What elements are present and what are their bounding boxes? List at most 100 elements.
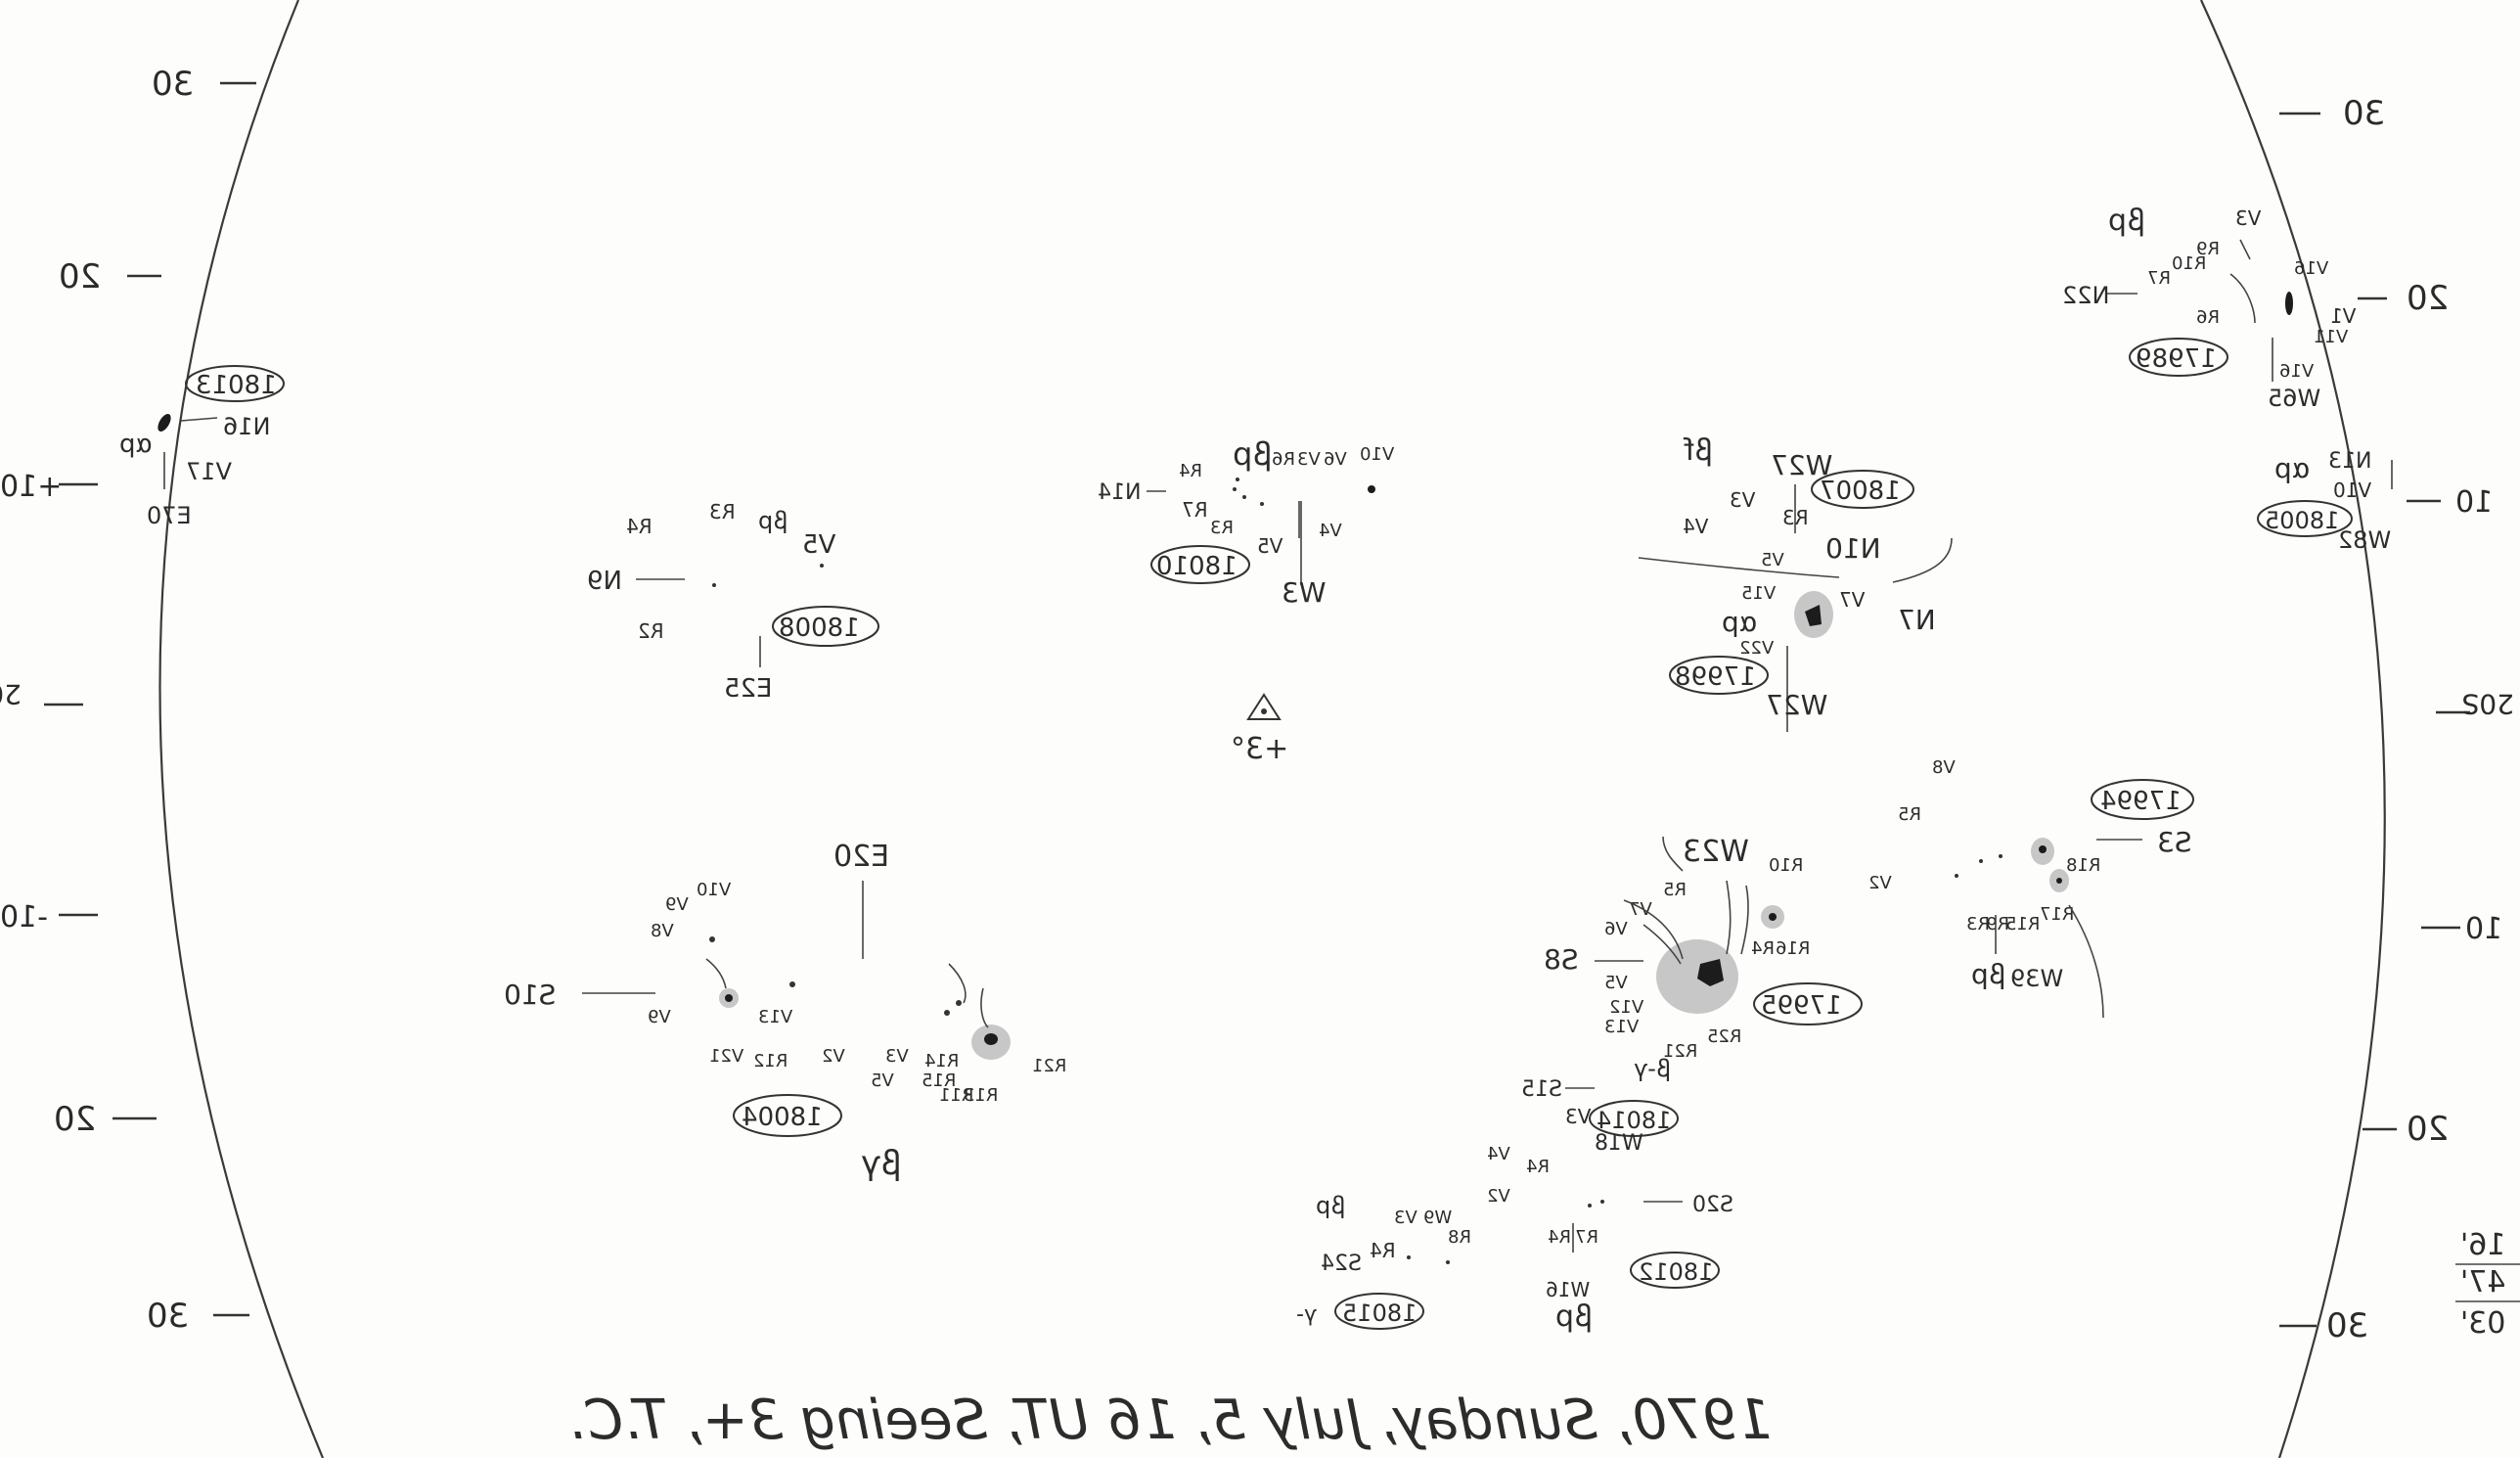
group-label: R2 (638, 619, 664, 643)
group-label: V12 (1609, 997, 1643, 1018)
group-label: R4 (1751, 938, 1775, 959)
group-label: R3 (1782, 506, 1809, 529)
group-label: R9 (1986, 914, 2009, 934)
group-label: V10 (697, 880, 731, 900)
disk-limb-west (2199, 0, 2386, 1458)
group-number: 18010 (1156, 552, 1238, 581)
group-label: R4 (1179, 461, 1202, 481)
group-label: W3 (1282, 576, 1327, 609)
group-label: R4 (1526, 1157, 1550, 1177)
group-label: W39 (2010, 965, 2063, 992)
group-number: 17995 (1761, 991, 1842, 1021)
group-label: V2 (1868, 873, 1892, 893)
scale-label: 20 (59, 257, 101, 296)
sunspot-group-18014: 18014 S15 V3 β-γ W18 S20 V4 R4 V2 (1487, 1055, 1733, 1217)
group-label: W27 (1766, 689, 1827, 721)
scale-label: 30 (2326, 1306, 2368, 1345)
corner-note-line: 03' (2460, 1306, 2505, 1341)
group-label: V4 (1683, 515, 1708, 538)
group-label: N16 (223, 413, 271, 440)
group-label: γ- (1296, 1302, 1317, 1327)
group-label: V21 (709, 1046, 743, 1067)
group-label: R9 (2196, 239, 2220, 259)
group-label: R21 (1032, 1056, 1066, 1076)
group-label: N14 (1098, 480, 1141, 505)
group-number: 18007 (1820, 477, 1901, 506)
group-label: V7 (1629, 899, 1652, 920)
group-class: βp (1316, 1192, 1346, 1219)
scale-label: 30 (2343, 94, 2385, 133)
group-label: W9 (1423, 1207, 1452, 1228)
group-label: V2 (1487, 1186, 1510, 1207)
sunspot-group-18004: 18004 βγ E20 S10 R21 R13 R11 R15 R14 V5 … (504, 840, 1066, 1183)
group-number: 18005 (2265, 507, 2339, 534)
group-label: V1 (2330, 304, 2356, 328)
group-label: V6 (1324, 449, 1347, 470)
corner-note-line: 47' (2460, 1265, 2505, 1299)
group-label: N10 (1825, 532, 1881, 565)
group-label: E25 (724, 674, 773, 704)
group-label: E20 (833, 840, 889, 874)
group-number: 18014 (1597, 1107, 1671, 1134)
group-label: R4 (626, 515, 652, 538)
group-label: V9 (665, 894, 689, 915)
disk-center-marker: +3° (1231, 693, 1288, 766)
scale-label: +10 (0, 470, 62, 504)
group-label: S3 (2157, 826, 2192, 858)
scale-label: 10 (2455, 485, 2493, 520)
group-label: N7 (1898, 604, 1936, 636)
group-label: V13 (758, 1007, 792, 1027)
group-label: R13 (964, 1085, 998, 1106)
group-label: V22 (1739, 638, 1774, 659)
group-label: V3 (2235, 206, 2261, 230)
group-label: R3 (1210, 518, 1234, 538)
group-label: V4 (1319, 521, 1342, 541)
group-class: αp (119, 430, 153, 459)
group-label: V5 (1257, 534, 1282, 558)
right-latitude-scale: 30 20 10 20S 10 20 30 (2279, 94, 2514, 1345)
group-label: V3 (1730, 488, 1755, 512)
group-label: N22 (2062, 282, 2110, 309)
group-label: R25 (1707, 1026, 1741, 1047)
group-class: βγ (861, 1144, 902, 1183)
group-label: V2 (822, 1046, 845, 1067)
group-label: W27 (1771, 449, 1832, 481)
group-label: V16 (2294, 258, 2328, 279)
group-number: 18008 (779, 614, 860, 643)
scale-label: 10 (2465, 912, 2502, 946)
group-label: R3 (709, 500, 736, 524)
group-label: R15 (2005, 914, 2040, 934)
group-class: βp (1555, 1299, 1593, 1334)
group-label: S8 (1544, 943, 1579, 976)
sunspot-group-18007: 18007 W27 βf V3 V4 R3 N10 V5 (1638, 433, 1953, 583)
sunspot-group-17989: 17989 βp V3 R9 R10 R7 R6 V16 V11 V1 V16 … (2062, 204, 2356, 412)
scale-label: 30 (152, 65, 194, 104)
group-label: V16 (2279, 361, 2314, 382)
group-label: V3 (1394, 1207, 1418, 1228)
group-label: V3 (885, 1046, 909, 1067)
group-label: W23 (1683, 835, 1749, 869)
group-label: R3 (1966, 914, 1990, 934)
group-class: β-γ (1634, 1055, 1671, 1082)
group-label: R15 (922, 1071, 956, 1091)
group-label: S24 (1321, 1252, 1362, 1276)
group-label: R6 (2196, 307, 2220, 328)
group-label: N13 (2328, 449, 2371, 474)
group-label: V4 (1487, 1144, 1510, 1164)
group-label: V5 (802, 530, 835, 560)
sunspot-group-18012: 18012 βp R7 R4 W16 (1546, 1223, 1720, 1334)
group-label: R6 (1272, 449, 1295, 470)
group-label: W65 (2268, 385, 2320, 412)
group-label: R14 (924, 1051, 959, 1071)
sunspot-group-17994: 17994 S3 R18 R17 R15 R9 R3 V8 V2 R5 βp W… (1868, 757, 2194, 1019)
center-marker-label: +3° (1231, 732, 1288, 766)
sunspot-group-17995: 17995 W23 S8 R10 R16 R4 R25 R21 V12 V13 … (1544, 835, 1863, 1062)
scale-label: 30 (147, 1297, 189, 1336)
group-label: V8 (651, 921, 674, 941)
group-label: R7 (1575, 1227, 1598, 1248)
group-label: V7 (1839, 588, 1865, 612)
group-label: R21 (1663, 1041, 1697, 1062)
scale-label: 20 (2407, 1110, 2449, 1149)
group-label: R10 (1769, 855, 1803, 876)
